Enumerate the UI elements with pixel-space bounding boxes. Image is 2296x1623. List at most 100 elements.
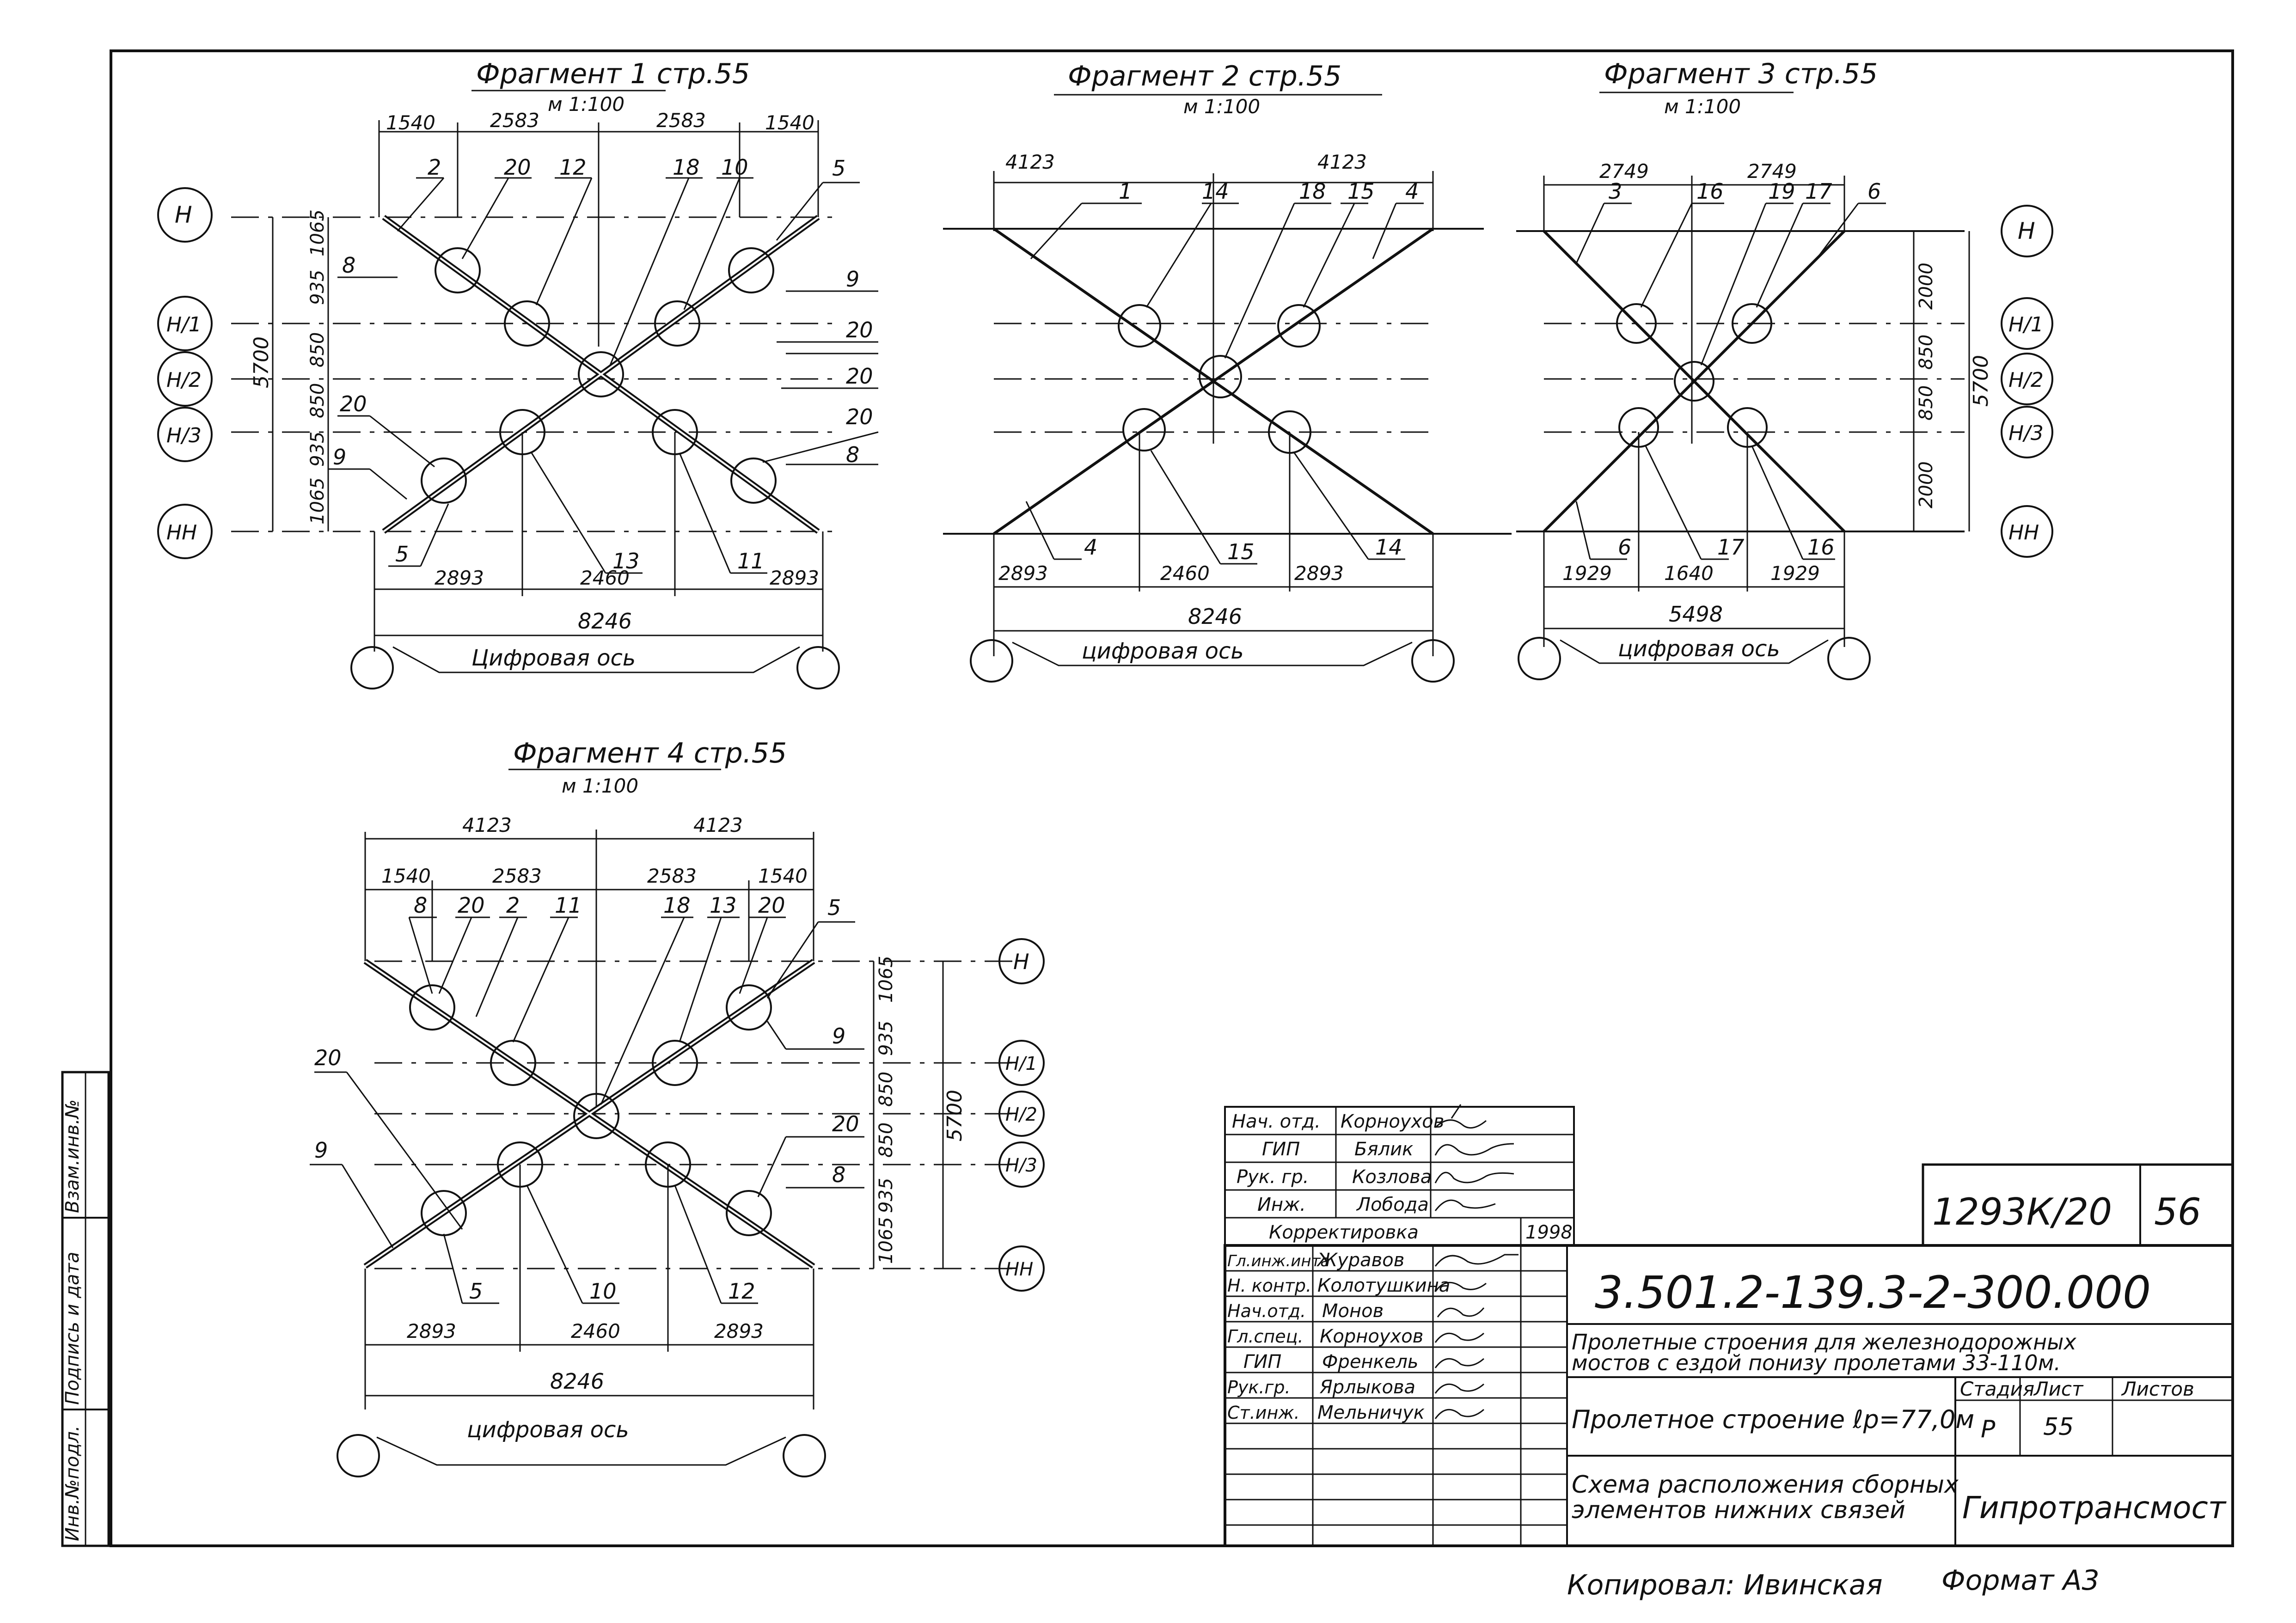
fragment-4-callout-2: 2 [506,893,520,918]
fragment-4-callout-20a: 20 [458,893,485,918]
fragment-1-callout-9a: 9 [846,267,859,292]
fragment-1-dim-left-6: 1065 [307,477,328,525]
footer-copied: Копировал: Ивинская [1567,1569,1883,1601]
stage-value: Р [1981,1416,1996,1443]
fragment-4-callout-12: 12 [728,1279,755,1304]
fragment-1: Фрагмент 1 стр.55 м 1:100 1540 2583 2583… [157,58,879,689]
fragment-2-callout-14a: 14 [1202,179,1229,204]
fragment-4-dim-outer-1: 4123 [462,814,512,836]
project-line-2: мостов с ездой понизу пролетами 33-110м. [1572,1350,2061,1375]
fragment-4-callout-10: 10 [589,1279,617,1304]
approval-table: Нач. отд. Корноухов ГИП Бялик Рук. гр. К… [1224,1104,1575,1246]
fragment-1-dim-top-1: 1540 [386,111,435,134]
fragment-2-dim-bottom-3: 2893 [1294,562,1344,585]
fragment-1-dim-left-5: 935 [307,432,328,467]
fragment-1-axis-NN: НН [166,521,197,544]
fragment-1-dim-top-4: 1540 [765,111,814,134]
fragment-3-scale: м 1:100 [1664,95,1741,118]
fragment-3-dim-bottom-3: 1929 [1770,562,1820,585]
fragment-3-axis-label: цифровая ось [1618,636,1780,662]
fragment-1-dim-bottom-1: 2893 [435,567,484,589]
signature-role-5: ГИП [1243,1351,1281,1373]
fragment-3-callout-17a: 17 [1805,179,1832,204]
fragment-1-callout-20b: 20 [846,317,873,342]
object-name: Пролетное строение ℓр=77,0м [1572,1405,1974,1434]
fragment-3-callout-3: 3 [1609,179,1622,204]
drawing-line-2: элементов нижних связей [1572,1496,1905,1524]
fragment-2-callout-1: 1 [1119,179,1132,204]
approval-role-1: Нач. отд. [1232,1111,1321,1132]
fragment-1-callout-20a: 20 [504,155,531,180]
approval-name-4: Лобода [1356,1194,1429,1215]
fragment-4-axis-label: цифровая ось [467,1417,629,1443]
fragment-2-callout-18: 18 [1299,179,1326,204]
fragment-3-dim-top-1: 2749 [1599,160,1649,183]
side-stamp-replacement: Взам.инв.№ [62,1099,83,1213]
signature-name-6: Ярлыкова [1319,1377,1415,1398]
fragment-1-axis-label: Цифровая ось [471,645,636,671]
footer-format: Формат А3 [1941,1564,2100,1597]
fragment-1-dim-bottom-3: 2893 [770,567,819,589]
fragment-1-dim-left-3: 850 [307,332,328,367]
side-stamp: Взам.инв.№ Подпись и дата Инв.№подл. [61,1071,110,1547]
fragment-3-axis-N: Н [2018,218,2035,244]
correction-year: 1998 [1525,1222,1573,1243]
signature-role-2: Н. контр. [1227,1275,1311,1296]
fragment-1-callout-11: 11 [737,549,765,574]
fragment-1-axis-N1: Н/1 [166,313,202,336]
fragment-1-dim-top-2: 2583 [490,109,539,132]
side-stamp-inventory: Инв.№подл. [62,1425,83,1541]
fragment-4-dim-top-1: 1540 [381,865,431,887]
fragment-3-dim-right-1: 2000 [1916,262,1937,310]
fragment-2-callout-15b: 15 [1227,539,1255,564]
signature-role-4: Гл.спец. [1227,1326,1304,1347]
fragment-2-dim-top-1: 4123 [1005,151,1055,173]
fragment-1-callout-18: 18 [673,155,700,180]
fragment-4-callout-13: 13 [710,893,737,918]
sheet-label: Лист [2033,1378,2084,1400]
fragment-2-callout-4b: 4 [1084,535,1097,560]
fragment-1-dim-left-4: 850 [307,383,328,418]
fragment-1-callout-10: 10 [721,155,748,180]
fragment-2-callout-14b: 14 [1375,535,1402,560]
approval-role-3: Рук. гр. [1237,1166,1309,1188]
fragment-3-title: Фрагмент 3 стр.55 [1604,58,1878,90]
fragment-4-callout-8b: 8 [832,1162,845,1187]
fragment-3-axis-N3: Н/3 [2008,421,2044,445]
fragment-4-axis-N1: Н/1 [1005,1053,1037,1074]
fragment-1-dim-top-3: 2583 [656,109,706,132]
fragment-1-callout-2: 2 [428,155,441,180]
signature-name-3: Монов [1322,1300,1384,1322]
signature-name-7: Мельничук [1317,1402,1425,1423]
fragment-4-callout-20d: 20 [832,1111,859,1136]
sheet-frame [110,49,2234,1547]
fragment-1-callout-5: 5 [832,156,845,181]
fragment-3-dim-bottom-1: 1929 [1562,562,1612,585]
fragment-3: Фрагмент 3 стр.55 м 1:100 2749 2749 3 16… [1516,58,2053,680]
fragment-4-callout-20c: 20 [314,1045,342,1070]
correction-label: Корректировка [1269,1222,1419,1243]
drawing-line-1: Схема расположения сборных [1572,1471,1959,1499]
title-block: Гл.инж.инта Журавов Н. контр. Колотушкин… [1224,1163,2234,1547]
fragment-2-title: Фрагмент 2 стр.55 [1068,60,1341,92]
fragment-2-total-width: 8246 [1188,604,1242,629]
fragment-2: Фрагмент 2 стр.55 м 1:100 4123 4123 1 14… [943,60,1512,683]
fragment-1-callout-20c: 20 [846,364,873,389]
fragment-4-dim-bottom-1: 2893 [407,1320,456,1342]
fragment-4-callout-20b: 20 [758,893,785,918]
fragment-4-dim-right-6: 1065 [876,1217,897,1264]
fragment-1-axis-N: Н [175,201,192,228]
fragment-1-axis-N2: Н/2 [166,368,202,392]
fragment-3-callout-16a: 16 [1696,179,1724,204]
fragment-1-callout-12: 12 [559,155,587,180]
fragment-4-dim-top-4: 1540 [758,865,808,887]
fragment-2-dim-top-2: 4123 [1317,151,1367,173]
signature-role-7: Ст.инж. [1227,1403,1300,1423]
fragment-1-callout-20e: 20 [340,391,367,416]
fragment-4-axis-N: Н [1013,949,1029,974]
fragment-4-callout-18: 18 [663,893,691,918]
fragment-1-total-width: 8246 [578,609,632,634]
fragment-1-callout-20d: 20 [846,404,873,429]
fragment-1-title: Фрагмент 1 стр.55 [476,58,750,90]
signature-name-2: Колотушкина [1317,1275,1450,1296]
